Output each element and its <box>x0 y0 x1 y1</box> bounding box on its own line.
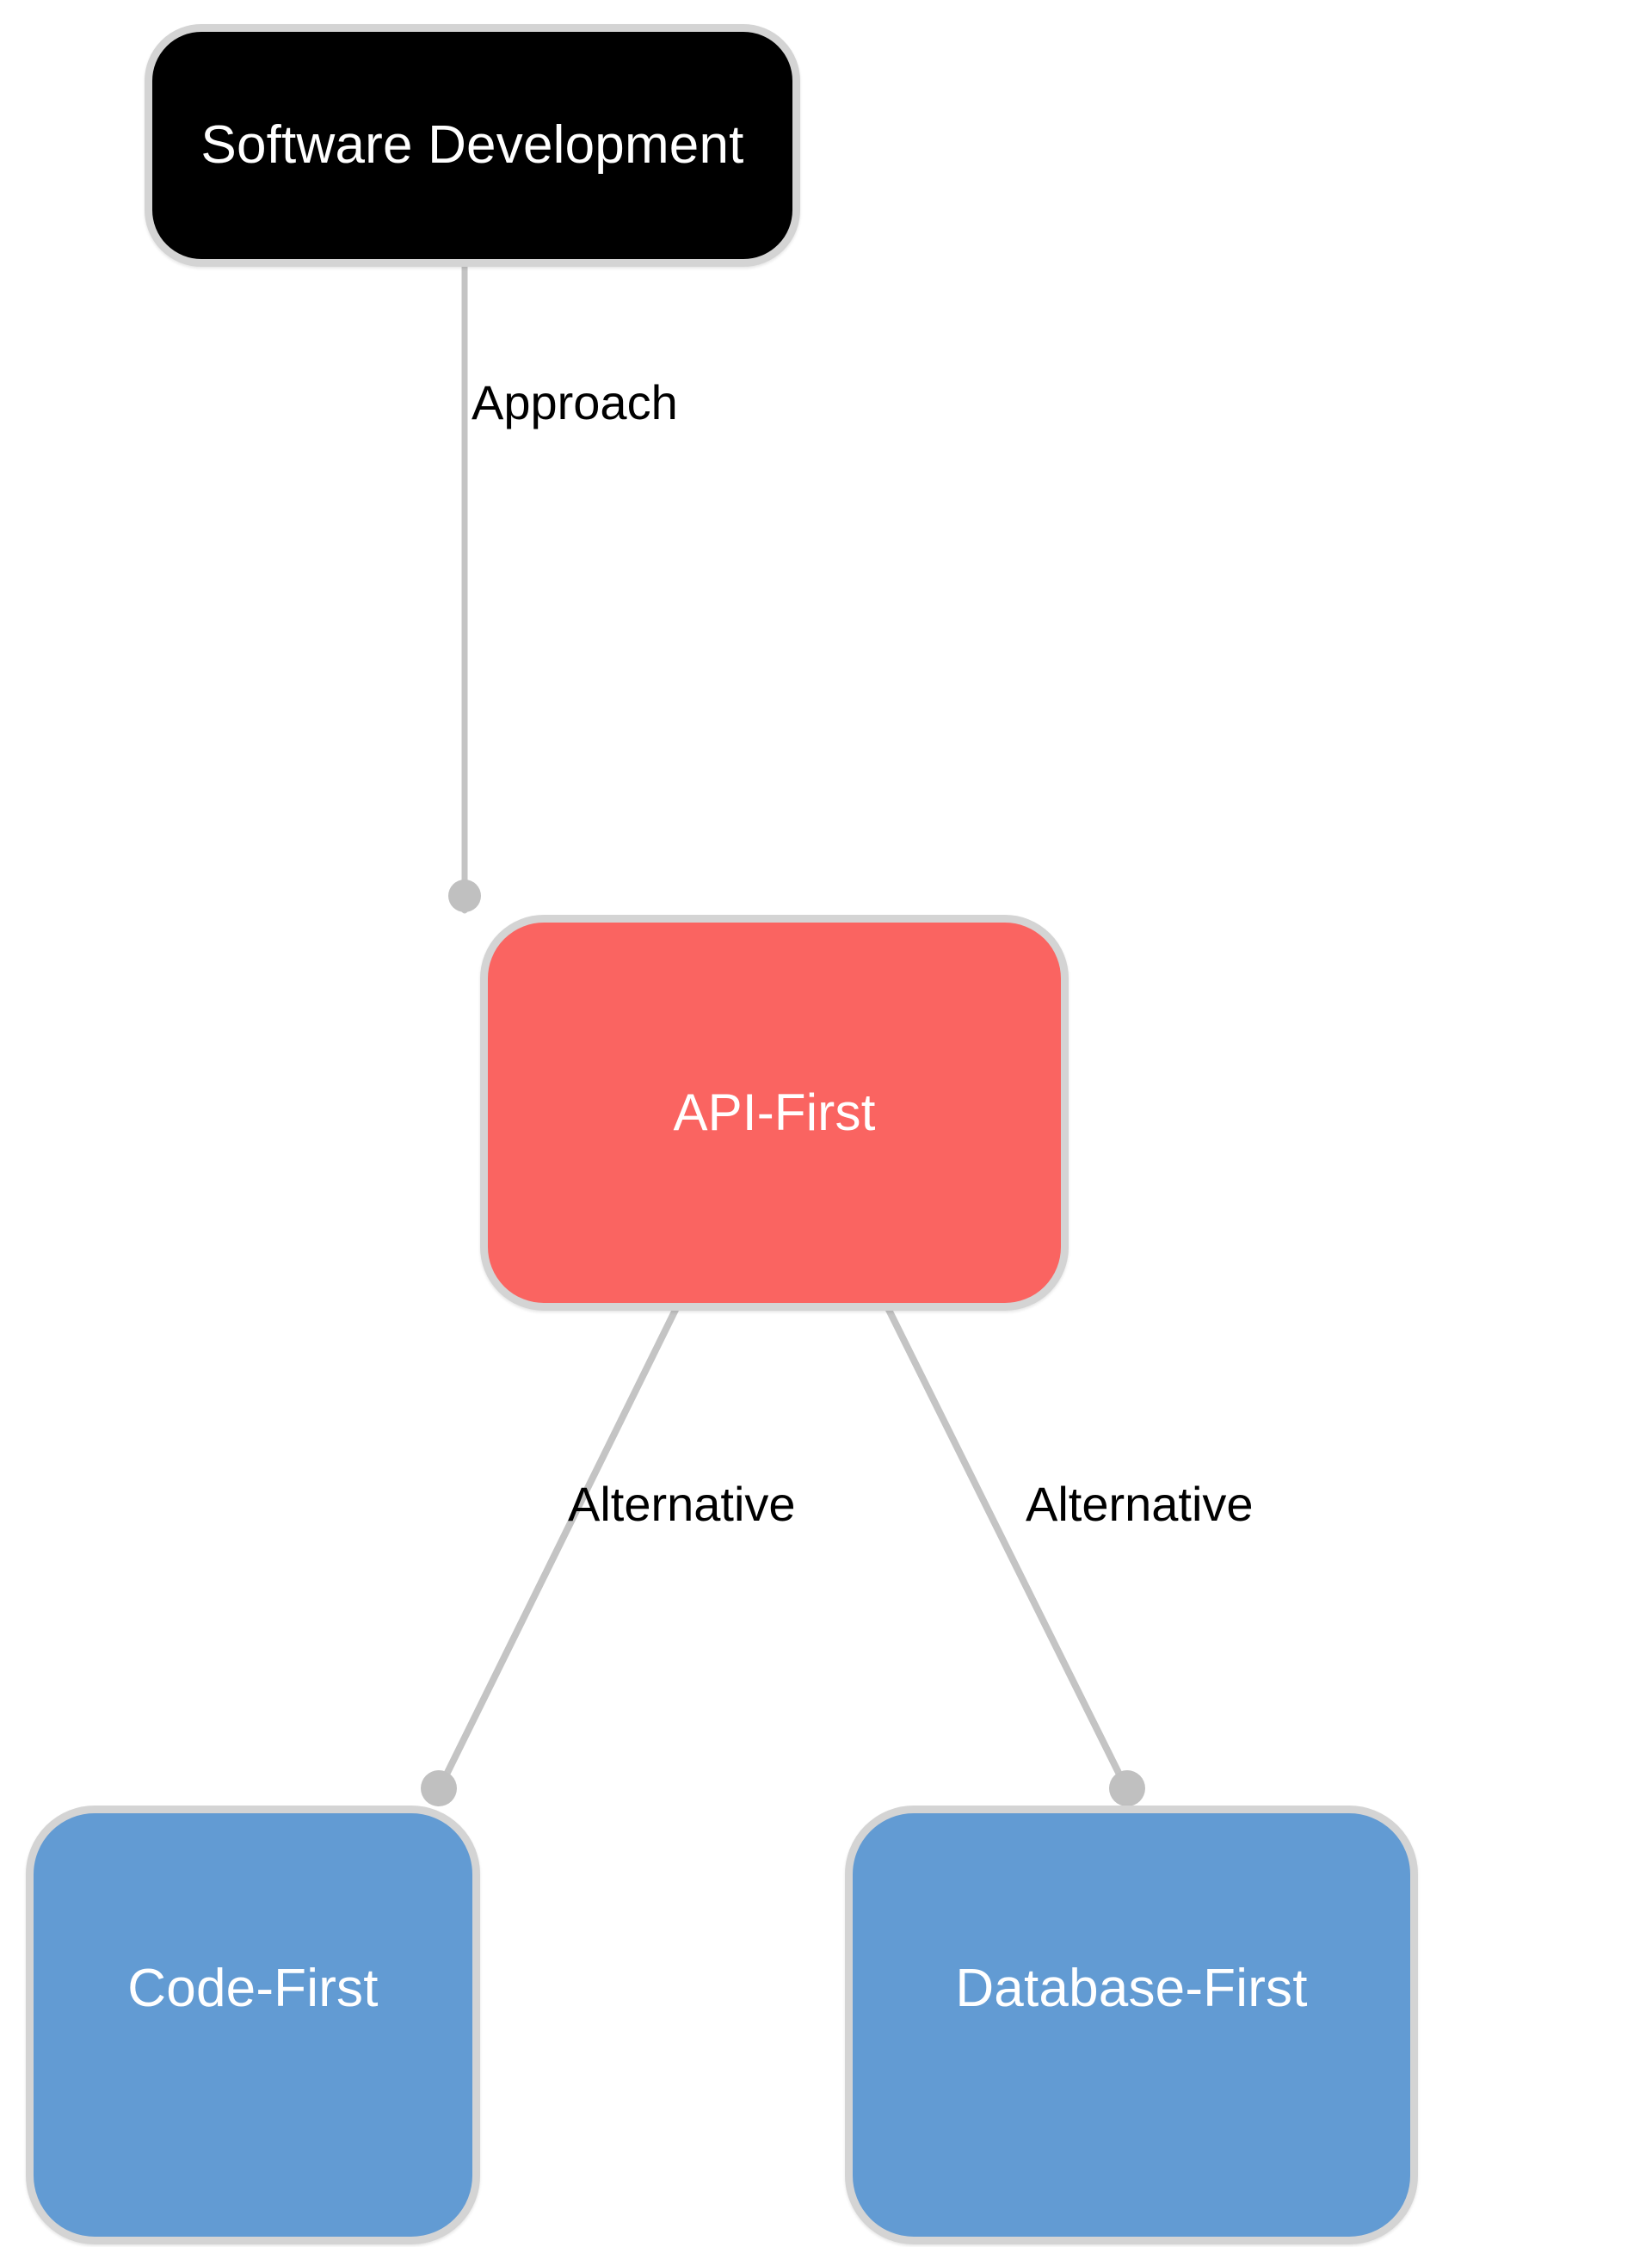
node-label-database-first: Database-First <box>955 1958 1308 2018</box>
node-label-code-first: Code-First <box>127 1958 379 2018</box>
edge-api-first-to-code-first <box>437 1305 680 1790</box>
node-api-first[interactable]: API-First <box>480 915 1069 1311</box>
node-database-first[interactable]: Database-First <box>845 1806 1418 2244</box>
edge-label-approach: Approach <box>472 375 678 429</box>
edge-endpoint-dot-database-first <box>1109 1770 1145 1806</box>
edge-label-alternative-left: Alternative <box>568 1477 796 1531</box>
node-code-first[interactable]: Code-First <box>26 1806 480 2244</box>
node-label-software-development: Software Development <box>200 114 744 175</box>
node-software-development[interactable]: Software Development <box>145 24 800 267</box>
node-label-api-first: API-First <box>673 1083 876 1141</box>
edge-label-alternative-right: Alternative <box>1026 1477 1254 1531</box>
edge-endpoint-dot-api-first <box>448 880 481 912</box>
edge-endpoint-dot-code-first <box>421 1770 457 1806</box>
edge-api-first-to-database-first <box>885 1305 1129 1790</box>
